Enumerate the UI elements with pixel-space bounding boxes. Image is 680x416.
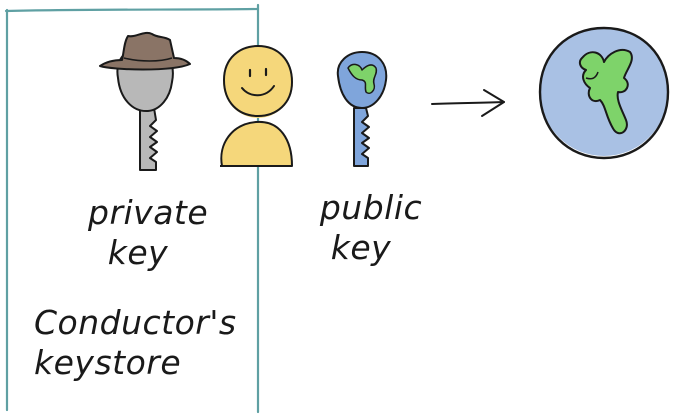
right-arrow-icon — [431, 89, 505, 117]
public-key-icon — [336, 50, 388, 167]
public-key-label-line1: public — [319, 188, 423, 227]
person-icon — [220, 44, 294, 167]
private-key-label-line2: key — [107, 233, 169, 272]
globe-icon — [538, 26, 670, 160]
public-key-label-line2: key — [330, 228, 392, 267]
hat-icon — [99, 31, 191, 71]
keystore-label-line2: keystore — [34, 343, 182, 382]
private-key-label-line1: private — [88, 193, 209, 232]
keystore-label-line1: Conductor's — [34, 303, 237, 342]
private-key-icon — [99, 31, 191, 171]
